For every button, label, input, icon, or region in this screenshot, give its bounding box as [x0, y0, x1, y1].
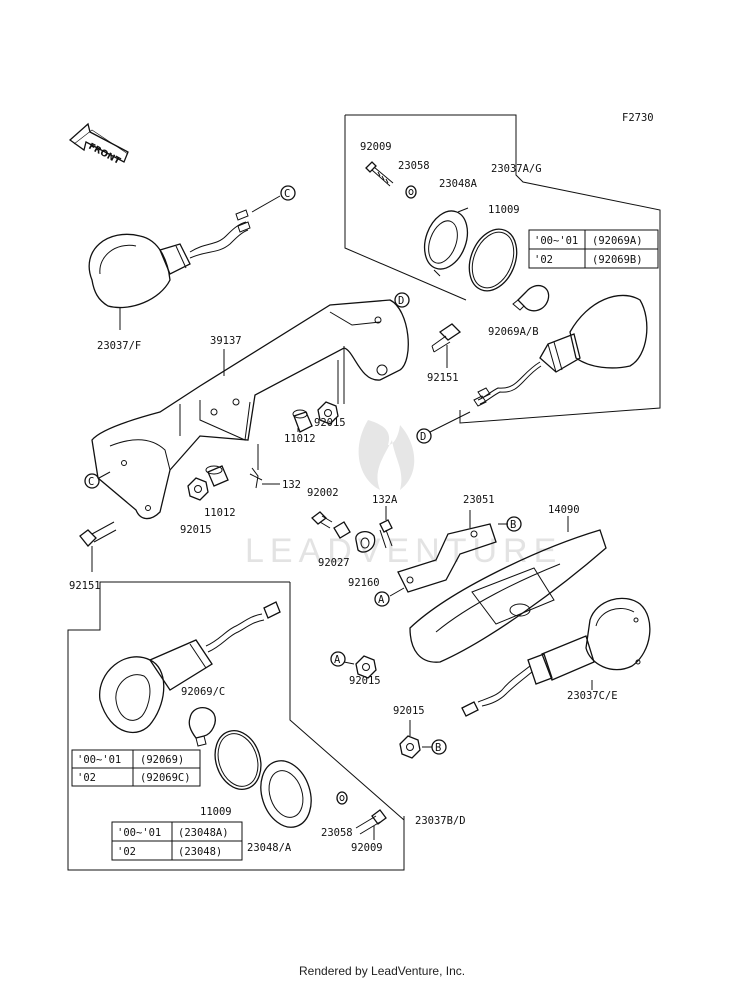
spec-table-bottom-left-1: '00~'01 (92069) '02 (92069C) — [71, 749, 201, 787]
bracket-23051 — [389, 510, 508, 597]
part-label: 39137 — [210, 335, 242, 347]
part-label: 23058 — [398, 160, 430, 172]
nut-92015-center — [343, 655, 377, 679]
part-label: 92009 — [351, 842, 383, 854]
svg-text:C: C — [88, 476, 94, 488]
part-label: 23037C/E — [567, 690, 618, 702]
callout-a-center: A — [330, 651, 346, 667]
table-cell: (23048A) — [178, 827, 229, 839]
callout-b-bracket: B — [506, 516, 522, 532]
part-label: 92151 — [69, 580, 101, 592]
hardware-collars — [187, 401, 339, 501]
turn-signal-front-left — [88, 195, 281, 330]
callout-b-bottom: B — [431, 739, 447, 755]
turn-signal-assembly-rear-right — [344, 114, 661, 433]
table-cell: (92069B) — [592, 254, 643, 266]
table-cell: '00~'01 — [534, 235, 578, 247]
front-arrow-icon: FRONT — [68, 122, 129, 167]
table-cell: (23048) — [178, 846, 222, 858]
diagram-code: F2730 — [622, 112, 654, 124]
spec-table-bottom-left-2: '00~'01 (23048A) '02 (23048) — [111, 821, 243, 861]
part-label: 23037/F — [97, 340, 141, 352]
table-cell: '00~'01 — [117, 827, 161, 839]
callout-d-top: D — [394, 292, 410, 308]
part-label: 11012 — [204, 507, 236, 519]
part-label: 23037A/G — [491, 163, 542, 175]
svg-text:B: B — [435, 742, 441, 754]
rear-fender-14090 — [409, 516, 607, 663]
part-label: 23058 — [321, 827, 353, 839]
svg-text:B: B — [510, 519, 516, 531]
table-cell: (92069A) — [592, 235, 643, 247]
part-label: 11009 — [488, 204, 520, 216]
table-cell: '02 — [117, 846, 136, 858]
part-label: 92015 — [180, 524, 212, 536]
table-cell: (92069C) — [140, 772, 191, 784]
spec-table-top-right: '00~'01 (92069A) '02 (92069B) — [528, 229, 659, 269]
callout-d-right: D — [416, 428, 432, 444]
svg-text:D: D — [398, 295, 404, 307]
nut-92015-bottom — [399, 720, 432, 759]
part-label: 23051 — [463, 494, 495, 506]
part-label: 11012 — [284, 433, 316, 445]
part-label: 92069A/B — [488, 326, 539, 338]
bolt-92151-top — [431, 323, 462, 368]
part-label: 92160 — [348, 577, 380, 589]
bracket-39137 — [91, 299, 409, 520]
svg-text:A: A — [334, 654, 341, 666]
bolt-92151-left — [79, 521, 117, 572]
part-label: 132 — [282, 479, 301, 491]
part-label: 92015 — [393, 705, 425, 717]
callout-c-top: C — [280, 185, 296, 201]
svg-text:A: A — [378, 594, 385, 606]
table-cell: '02 — [77, 772, 96, 784]
turn-signal-rear-right-assembled — [461, 597, 651, 717]
table-cell: (92069) — [140, 754, 184, 766]
table-cell: '02 — [534, 254, 553, 266]
part-label: 92151 — [427, 372, 459, 384]
part-label: 23048/A — [247, 842, 292, 854]
part-label: 23037B/D — [415, 815, 466, 827]
part-label: 132A — [372, 494, 398, 506]
callout-a-bracket: A — [374, 591, 390, 607]
svg-text:C: C — [284, 188, 290, 200]
callout-c-left: C — [84, 471, 111, 489]
part-label: 23048A — [439, 178, 478, 190]
part-label: 92069/C — [181, 686, 225, 698]
hardware-center — [311, 506, 393, 553]
watermark-text: LEADVENTURE — [245, 532, 562, 570]
table-cell: '00~'01 — [77, 754, 121, 766]
footer-credit: Rendered by LeadVenture, Inc. — [299, 964, 465, 978]
svg-text:D: D — [420, 431, 426, 443]
part-label: 92015 — [314, 417, 346, 429]
part-label: 11009 — [200, 806, 232, 818]
turn-signal-assembly-front-left — [67, 581, 405, 871]
watermark: LEADVENTURE — [245, 420, 562, 570]
part-label: 14090 — [548, 504, 580, 516]
part-label: 92002 — [307, 487, 339, 499]
part-label: 92015 — [349, 675, 381, 687]
part-label: 92009 — [360, 141, 392, 153]
part-label: 92027 — [318, 557, 350, 569]
